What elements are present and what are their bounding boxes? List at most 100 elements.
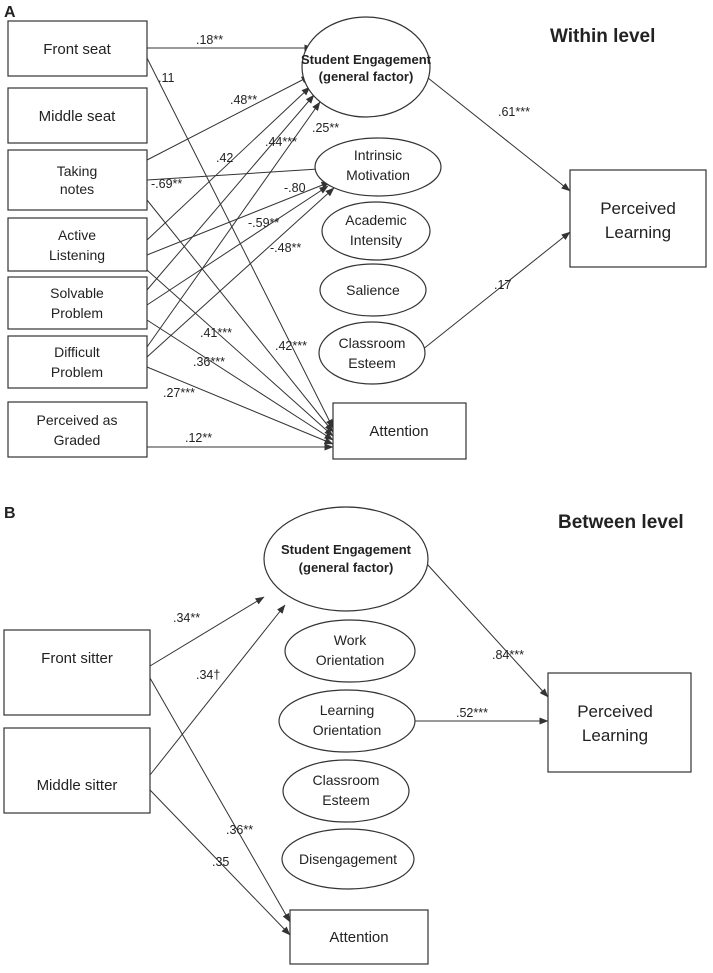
coef-label: -.59**	[248, 216, 279, 230]
academic-line2: Intensity	[350, 232, 402, 248]
box-active-listening-line2: Listening	[49, 247, 105, 263]
coef-label: .11	[158, 71, 174, 85]
work-line1: Work	[334, 632, 367, 648]
path-difficult-to-attention	[146, 366, 334, 445]
panel-a: A Within level Front seat	[4, 4, 707, 460]
path-middle-sitter-to-engagement	[149, 604, 286, 776]
ellipse-student-engagement: Student Engagement (general factor)	[301, 16, 432, 118]
esteem-line1: Classroom	[339, 335, 406, 351]
coef-label: .34†	[196, 668, 220, 682]
learning-orient-line2: Orientation	[313, 722, 381, 738]
box-taking-notes-line1: Taking	[57, 163, 97, 179]
coef-label: .34**	[173, 611, 200, 625]
path-esteem-to-learning	[421, 231, 571, 351]
box-solvable-problem: Solvable Problem	[7, 276, 148, 330]
intrinsic-line1: Intrinsic	[354, 147, 402, 163]
box-solvable-problem-line2: Problem	[51, 305, 103, 321]
ellipse-disengagement: Disengagement	[281, 828, 415, 890]
box-middle-seat-label: Middle seat	[39, 108, 117, 125]
ellipse-academic-intensity: Academic Intensity	[321, 201, 431, 261]
learning-orient-line1: Learning	[320, 702, 375, 718]
box-front-seat: Front seat	[7, 20, 148, 77]
path-notes-to-engagement	[146, 75, 311, 161]
box-middle-seat: Middle seat	[7, 87, 148, 144]
path-solvable-to-engagement	[146, 94, 315, 291]
box-difficult-problem-line1: Difficult	[54, 344, 100, 360]
ellipse-classroom-esteem-b: Classroom Esteem	[282, 759, 410, 823]
path-middle-sitter-to-attention	[149, 789, 291, 936]
perceived-learning-line1: Perceived	[600, 199, 676, 218]
path-engagement-to-learning-b	[426, 563, 549, 698]
path-front-to-attention	[146, 57, 334, 429]
attention-label: Attention	[369, 423, 428, 440]
esteem-line2: Esteem	[348, 355, 395, 371]
ellipse-work-orientation: Work Orientation	[284, 619, 416, 683]
engagement-line2: (general factor)	[319, 69, 414, 84]
panel-b-title: Between level	[558, 512, 684, 533]
engagement-b-line2: (general factor)	[299, 560, 394, 575]
box-taking-notes-line2: notes	[60, 181, 94, 197]
coef-label: .44***	[265, 135, 297, 149]
panel-a-coefficients: .18** .11 .48** .42 .44*** .25** -.69** …	[151, 33, 530, 445]
box-perceived-learning-b: Perceived Learning	[547, 672, 692, 773]
coef-label: .35	[212, 855, 229, 869]
box-attention: Attention	[332, 402, 467, 460]
ellipse-student-engagement-b: Student Engagement (general factor)	[263, 506, 429, 612]
work-line2: Orientation	[316, 652, 384, 668]
path-difficult-to-intrinsic	[146, 187, 335, 358]
box-active-listening: Active Listening	[7, 217, 148, 272]
ellipse-classroom-esteem: Classroom Esteem	[318, 321, 426, 385]
salience-label: Salience	[346, 282, 400, 298]
box-perceived-learning: Perceived Learning	[569, 169, 707, 268]
path-listening-to-intrinsic	[146, 181, 331, 256]
coef-label: .25**	[312, 121, 339, 135]
coef-label: .61***	[498, 105, 530, 119]
middle-sitter-label: Middle sitter	[37, 777, 118, 794]
panel-b-letter: B	[4, 505, 16, 522]
path-notes-to-attention	[146, 199, 334, 433]
coef-label: .17	[494, 278, 511, 292]
attention-b-label: Attention	[329, 929, 388, 946]
coef-label: .41***	[200, 326, 232, 340]
esteem-b-line2: Esteem	[322, 792, 369, 808]
intrinsic-line2: Motivation	[346, 167, 410, 183]
coef-label: .18**	[196, 33, 223, 47]
panel-a-title: Within level	[550, 26, 655, 47]
box-front-seat-label: Front seat	[43, 41, 111, 58]
box-perceived-graded-line1: Perceived as	[37, 412, 118, 428]
box-attention-b: Attention	[289, 909, 429, 965]
box-difficult-problem-line2: Problem	[51, 364, 103, 380]
coef-label: .84***	[492, 648, 524, 662]
front-sitter-label: Front sitter	[41, 650, 113, 667]
esteem-b-line1: Classroom	[313, 772, 380, 788]
coef-label: -.80	[284, 181, 306, 195]
disengagement-label: Disengagement	[299, 851, 397, 867]
path-listening-to-attention	[146, 269, 334, 437]
panel-a-paths	[146, 44, 571, 451]
coef-label: .27***	[163, 386, 195, 400]
box-perceived-graded-line2: Graded	[54, 432, 101, 448]
panel-b-coefficients: .34** .34† .36** .35 .84*** .52***	[173, 611, 524, 869]
box-perceived-as-graded: Perceived as Graded	[7, 401, 148, 458]
box-middle-sitter: Middle sitter	[3, 727, 151, 814]
ellipse-intrinsic-motivation: Intrinsic Motivation	[314, 137, 442, 197]
path-notes-to-intrinsic	[146, 165, 335, 181]
path-listening-to-engagement	[146, 86, 311, 241]
coef-label: .36**	[226, 823, 253, 837]
path-front-sitter-to-engagement	[149, 596, 265, 667]
academic-line1: Academic	[345, 212, 406, 228]
coef-label: .42***	[275, 339, 307, 353]
engagement-line1: Student Engagement	[301, 52, 432, 67]
path-engagement-to-learning	[417, 69, 571, 192]
box-taking-notes: Taking notes	[7, 149, 148, 211]
coef-label: -.48**	[270, 241, 301, 255]
ellipse-salience: Salience	[319, 263, 427, 317]
box-front-sitter: Front sitter	[3, 629, 151, 716]
coef-label: .12**	[185, 431, 212, 445]
ellipse-learning-orientation: Learning Orientation	[278, 689, 416, 753]
path-solvable-to-attention	[146, 319, 334, 441]
coef-label: -.69**	[151, 177, 182, 191]
panel-b-paths	[149, 563, 549, 936]
coef-label: .42	[216, 151, 233, 165]
panel-b: B Between level Front sitter Middle sitt…	[3, 505, 692, 965]
